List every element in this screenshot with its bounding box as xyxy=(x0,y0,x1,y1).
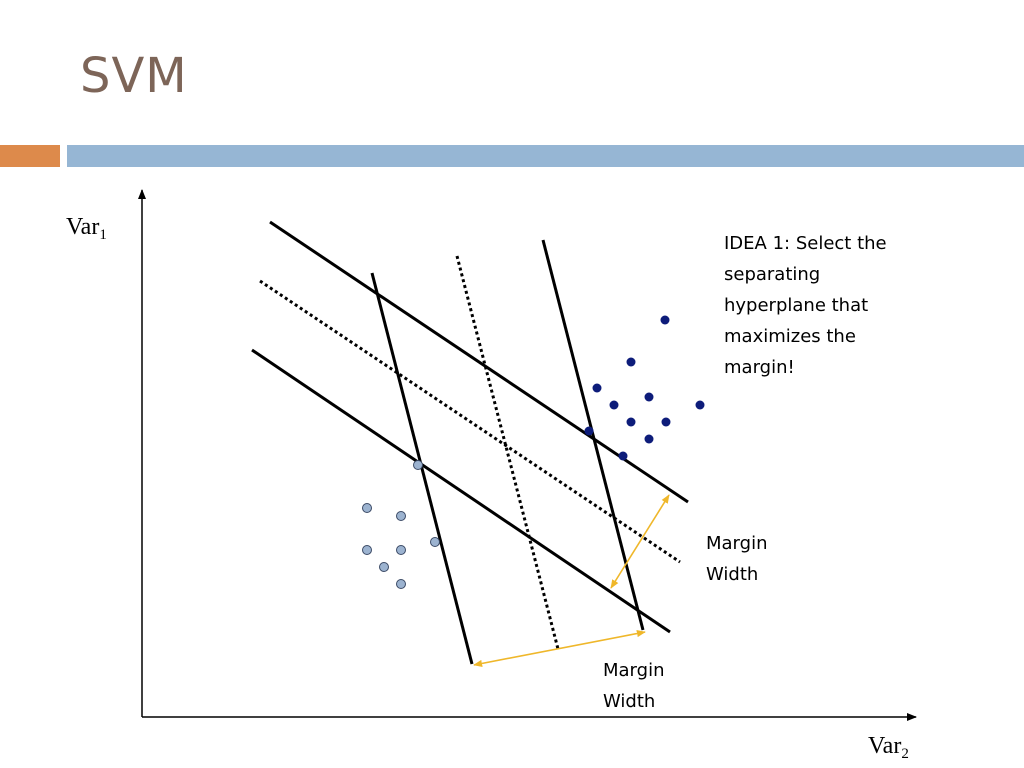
margin-label-line: Margin xyxy=(603,660,665,681)
slide-title: SVM xyxy=(80,48,188,104)
data-point xyxy=(362,503,372,513)
margin-label-line: Width xyxy=(706,564,759,585)
data-point xyxy=(618,451,628,461)
margin-arrow-right xyxy=(610,494,670,589)
hyperplane-b-right-margin xyxy=(541,239,645,631)
data-point xyxy=(695,400,705,410)
idea-note-line: margin! xyxy=(724,357,795,378)
idea-note-line: IDEA 1: Select the xyxy=(724,233,887,254)
margin-width-label-right: Margin Width xyxy=(706,528,767,590)
hyperplane-a-separator xyxy=(259,279,681,564)
data-point xyxy=(362,545,372,555)
data-point xyxy=(644,434,654,444)
data-point xyxy=(592,383,602,393)
class-dark-points xyxy=(584,315,705,461)
x-axis-label: Var2 xyxy=(868,733,909,762)
margin-label-line: Width xyxy=(603,691,656,712)
y-axis-label: Var1 xyxy=(66,214,107,243)
data-point xyxy=(379,562,389,572)
margin-label-line: Margin xyxy=(706,533,768,554)
margin-width-label-bottom: Margin Width xyxy=(603,655,664,717)
data-point xyxy=(609,400,619,410)
data-point xyxy=(626,417,636,427)
idea-note-line: hyperplane that xyxy=(724,295,869,316)
hyperplane-b-left-margin xyxy=(370,272,474,665)
data-point xyxy=(626,357,636,367)
data-point xyxy=(661,417,671,427)
hyperplane-b-separator xyxy=(455,255,560,650)
idea-note: IDEA 1: Select the separating hyperplane… xyxy=(724,228,887,383)
data-point xyxy=(430,537,440,547)
data-point xyxy=(644,392,654,402)
data-point xyxy=(396,579,406,589)
title-accent-bar xyxy=(0,145,60,167)
idea-note-line: separating xyxy=(724,264,821,285)
data-point xyxy=(396,511,406,521)
hyperplane-a-lower-margin xyxy=(251,348,671,634)
data-point xyxy=(413,460,423,470)
hyperplane-a-upper-margin xyxy=(269,220,689,504)
data-point xyxy=(584,426,594,436)
data-point xyxy=(660,315,670,325)
data-point xyxy=(396,545,406,555)
margin-arrow-bottom xyxy=(473,630,646,667)
title-divider-bar xyxy=(67,145,1024,167)
idea-note-line: maximizes the xyxy=(724,326,856,347)
class-light-points xyxy=(362,460,440,589)
